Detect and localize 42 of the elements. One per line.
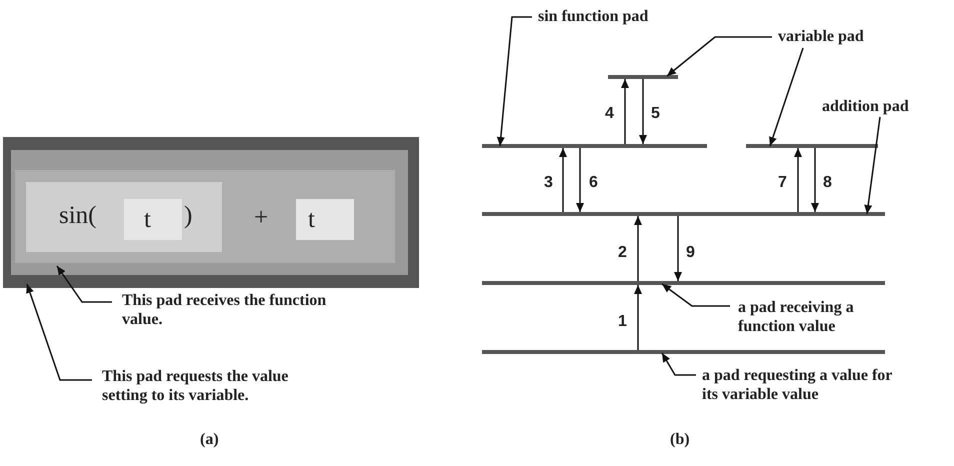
arrow	[811, 148, 819, 212]
leader-line	[496, 16, 532, 146]
pad-bar	[746, 144, 878, 148]
arrow	[559, 148, 567, 212]
leader-line	[662, 283, 730, 307]
panel-caption: (a)	[200, 430, 219, 449]
callout-text: a pad receiving a function value	[738, 298, 855, 336]
leader-line	[666, 36, 772, 77]
operator-text: +	[254, 204, 268, 232]
arrow	[634, 285, 642, 350]
pad-panel	[3, 137, 419, 288]
callout-text: variable pad	[778, 27, 865, 46]
expression-text: t	[144, 206, 151, 234]
leader-line	[864, 116, 881, 214]
callout-text: sin function pad	[538, 7, 650, 26]
panel-caption: (b)	[670, 430, 690, 449]
arrow	[674, 216, 682, 281]
pad-panel	[11, 150, 408, 275]
leader-line	[26, 284, 92, 381]
pad-bar	[482, 281, 885, 285]
pad-panel	[15, 170, 395, 263]
pad-panel	[26, 182, 222, 252]
expression-text: t	[308, 206, 315, 234]
pad-bar	[482, 212, 885, 216]
arrow	[621, 79, 629, 144]
leader-line	[769, 48, 804, 146]
pad-bar	[608, 75, 678, 79]
leader-line	[661, 352, 696, 376]
pad-panel	[296, 199, 354, 240]
pad-bar	[482, 144, 707, 148]
callout-text: This pad requests the value setting to its variable.	[102, 367, 290, 405]
arrow	[639, 79, 647, 144]
arrow	[576, 148, 584, 212]
arrow	[794, 148, 802, 212]
callout-text: This pad receives the function value.	[122, 291, 328, 329]
pad-bar	[482, 350, 885, 354]
callout-text: addition pad	[822, 97, 910, 116]
leader-line	[56, 266, 112, 303]
expression-text: sin(	[59, 202, 96, 230]
arrow	[634, 216, 642, 281]
callout-text: a pad requesting a value for its variable value	[702, 366, 894, 404]
expression-text: )	[184, 202, 192, 230]
